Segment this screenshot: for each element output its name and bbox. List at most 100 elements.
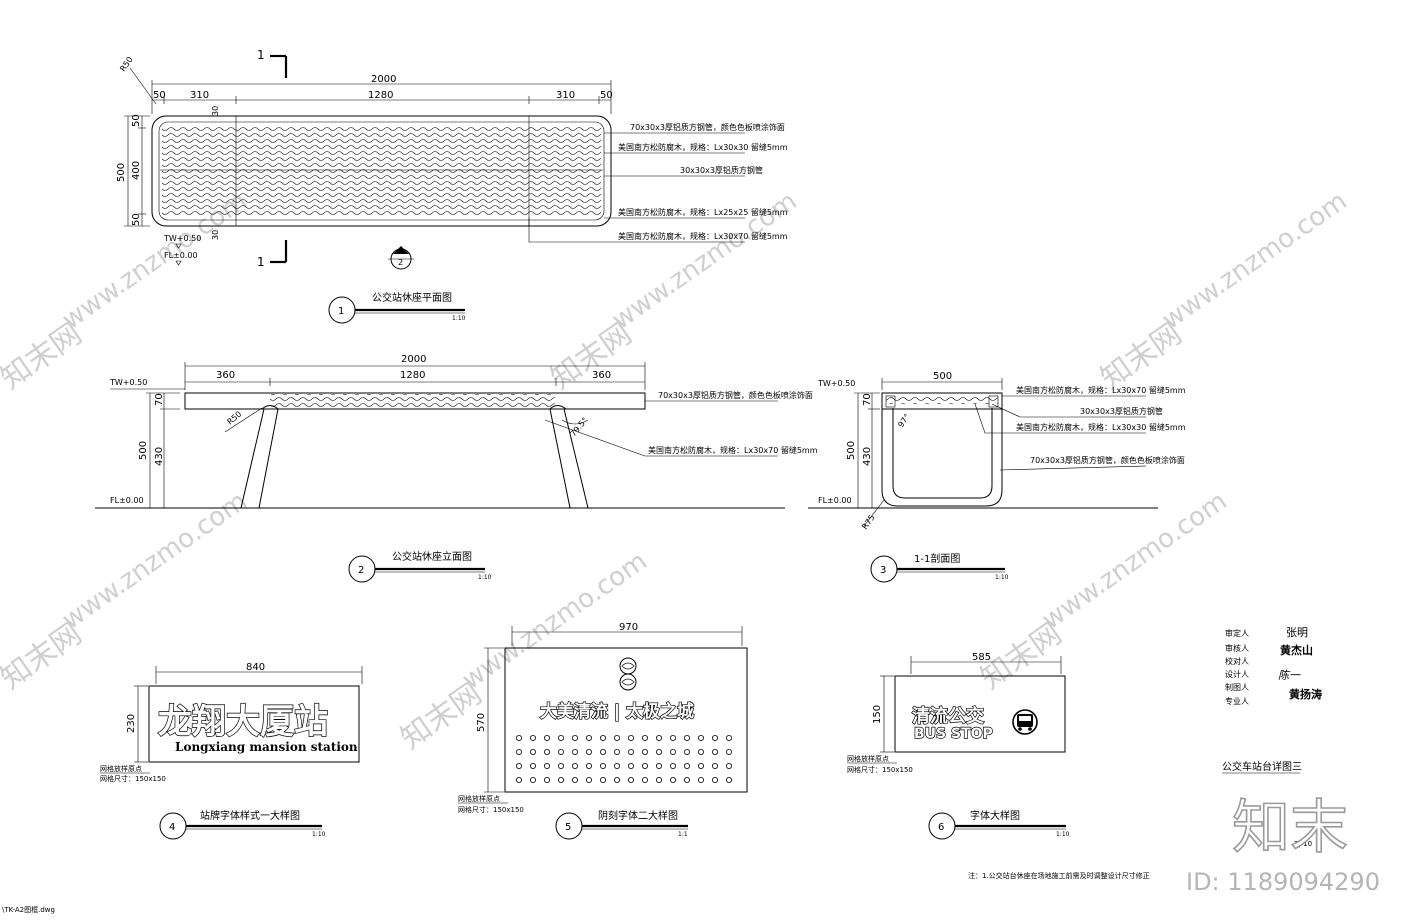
engraved-dot xyxy=(530,777,537,784)
sign-detail-6: 585 150 清流公交 BUS STOP 网格放样原点 网格尺寸：150x15… xyxy=(847,652,1070,840)
sign5-text: 大美清流 | 太极之城 xyxy=(540,701,694,722)
title-scale: 1:1 xyxy=(678,831,688,838)
engraved-dot xyxy=(684,777,691,784)
engraved-dot xyxy=(656,763,663,770)
sign4-dim-height: 230 xyxy=(126,714,137,733)
engraved-dot xyxy=(656,749,663,756)
signoff-label: 设计人 xyxy=(1225,669,1249,679)
elev-callout-1: 70x30x3厚铝质方钢管，颜色色板喷涂饰面 xyxy=(658,390,813,400)
section-cut-marker: 1 1 xyxy=(257,48,288,269)
sign6-dim-height: 150 xyxy=(872,705,883,724)
title-scale: 1:10 xyxy=(312,831,326,838)
engraved-dot xyxy=(726,749,733,756)
engraved-dot xyxy=(670,735,677,742)
bench-elev-leg-left xyxy=(240,408,279,509)
section-dim-leg: 430 xyxy=(862,447,873,466)
section-cut-label-bottom: 1 xyxy=(257,255,265,269)
level-fl: FL±0.00 xyxy=(164,251,198,260)
brand-logo: 知末 ID: 1189094290 xyxy=(1186,792,1380,896)
section-callout-1: 美国南方松防腐木，规格：Lx30x70 留缝5mm xyxy=(1016,385,1186,395)
engraved-dot xyxy=(698,777,705,784)
dim-end-right: 50 xyxy=(600,90,613,101)
watermark-site: www.znzmo.com xyxy=(457,546,653,696)
elev-radius: R50 xyxy=(226,410,244,427)
title-text: 公交站休座立面图 xyxy=(392,550,472,563)
engraved-dot xyxy=(684,749,691,756)
section-cut-label-top: 1 xyxy=(257,48,265,62)
engraved-dot xyxy=(572,735,579,742)
sign5-grid xyxy=(504,647,748,793)
title-text: 站牌字体样式一大样图 xyxy=(200,809,300,822)
file-path: \TK-A2图框.dwg xyxy=(2,905,55,914)
engraved-dot xyxy=(698,735,705,742)
engraved-dot xyxy=(628,749,635,756)
dim-inner-bottom: 30 xyxy=(211,230,220,240)
plan-callout-4: 美国南方松防腐木，规格：Lx25x25 留缝5mm xyxy=(618,207,788,217)
sign6-grid xyxy=(894,675,1066,753)
watermark-site: www.znzmo.com xyxy=(1037,486,1233,636)
engraved-dot xyxy=(642,735,649,742)
sheet-code: ZJ-10 xyxy=(1294,840,1312,848)
engraved-dot xyxy=(726,735,733,742)
engraved-dot xyxy=(712,763,719,770)
signoff-signature: 张明 xyxy=(1286,626,1308,639)
sheet-title: 公交车站台详图三 xyxy=(1222,760,1302,773)
title-number: 2 xyxy=(358,565,364,576)
engraved-dot xyxy=(642,749,649,756)
sign4-en-text: Longxiang mansion station xyxy=(175,740,358,754)
elevation-marker-tag: 2 xyxy=(398,258,403,267)
section-1-1: 500 500 70 430 97° R75 TW+0.50 FL±0.00 美… xyxy=(808,371,1186,583)
signoff-label: 校对人 xyxy=(1225,656,1249,666)
title-scale: 1:10 xyxy=(478,574,492,581)
engraved-dot xyxy=(600,749,607,756)
plan-callout-2: 美国南方松防腐木，规格：Lx30x30 留缝5mm xyxy=(618,142,788,152)
engraved-dot xyxy=(600,735,607,742)
plan-callout-5: 美国南方松防腐木，规格：Lx30x70 留缝5mm xyxy=(618,231,788,241)
title-text: 字体大样图 xyxy=(970,809,1020,822)
engraved-dot xyxy=(670,763,677,770)
section-frame-outer xyxy=(881,394,1003,507)
section-callout-2: 30x30x3厚铝质方钢管 xyxy=(1080,406,1163,416)
bus-icon xyxy=(1012,709,1038,735)
elev-dim-seg2: 1280 xyxy=(400,370,425,381)
sign5-note-origin: 网格放样原点 xyxy=(458,794,500,803)
engraved-dot xyxy=(670,777,677,784)
title-text: 1-1剖面图 xyxy=(914,552,960,565)
level-tw: TW+0.50 xyxy=(163,234,201,243)
section-seat xyxy=(881,392,1003,410)
title-number: 3 xyxy=(880,565,886,576)
signoff-signature: 陈一 xyxy=(1278,669,1301,682)
bench-plan-outline xyxy=(151,115,612,227)
engraved-dot xyxy=(516,763,523,770)
title-text: 公交站休座平面图 xyxy=(372,291,452,304)
signoff-signature: 黄杰山 xyxy=(1280,643,1313,657)
sign6-zh-text: 清流公交 xyxy=(912,705,984,727)
drawing-title-5: 5 阴刻字体二大样图 1:1 xyxy=(555,809,688,840)
engraved-dot xyxy=(614,735,621,742)
engraved-dot xyxy=(516,777,523,784)
dim-width: 500 xyxy=(116,163,127,182)
sign4-zh-text: 龙翔大厦站 xyxy=(158,702,328,742)
elev-dim-seg1: 360 xyxy=(216,370,235,381)
engraved-dot xyxy=(558,749,565,756)
engraved-dot xyxy=(712,777,719,784)
bench-elevation: 2000 360 1280 360 500 70 430 R50 79.5° T… xyxy=(95,354,818,583)
drawing-title-6: 6 字体大样图 1:10 xyxy=(928,809,1070,840)
elev-level-fl: FL±0.00 xyxy=(110,496,144,505)
drawing-title-2: 2 公交站休座立面图 1:10 xyxy=(348,550,492,583)
engraved-dot xyxy=(712,749,719,756)
engraved-dot xyxy=(572,763,579,770)
engraved-dot xyxy=(600,763,607,770)
title-scale: 1:10 xyxy=(1056,831,1070,838)
engraved-dot xyxy=(684,735,691,742)
sign5-dot-pattern xyxy=(516,735,733,784)
elevation-marker: 2 xyxy=(388,246,414,270)
signoff-label: 审核人 xyxy=(1225,643,1249,653)
section-callout-4: 70x30x3厚铝质方钢管，颜色色板喷涂饰面 xyxy=(1030,455,1185,465)
title-number: 6 xyxy=(938,822,944,833)
dim-end-left: 50 xyxy=(153,90,166,101)
engraved-dot xyxy=(600,777,607,784)
sign5-dim-width: 970 xyxy=(619,622,638,633)
engraved-dot xyxy=(544,735,551,742)
bench-elev-leg-right xyxy=(549,408,589,509)
